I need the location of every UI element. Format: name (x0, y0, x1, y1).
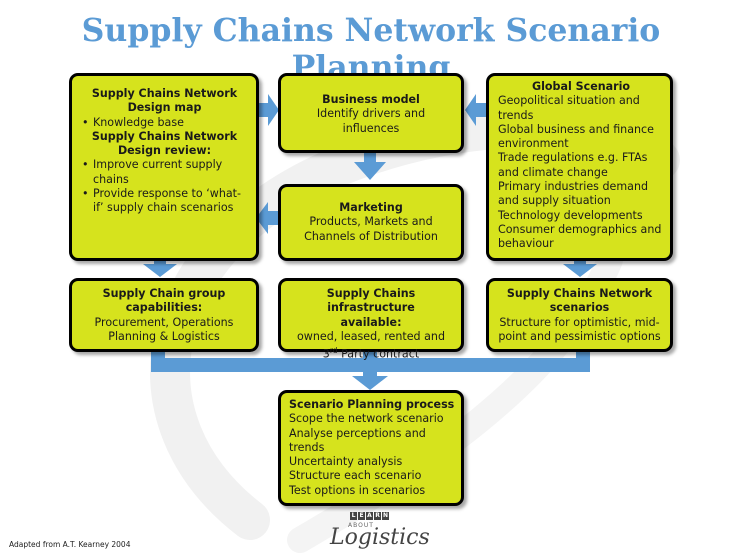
design-map-list: Knowledge base (81, 116, 248, 131)
global-scenario-box: Global Scenario Geopolitical situation a… (486, 73, 673, 261)
process-line: Analyse perceptions and trends (289, 426, 426, 454)
process-line: Test options in scenarios (289, 483, 426, 497)
global-line: Consumer demographics and behaviour (498, 222, 662, 251)
global-line: Technology developments (498, 208, 643, 222)
logo-letter: N (382, 512, 389, 520)
network-scenarios-box: Supply Chains Network scenarios Structur… (486, 278, 673, 352)
global-line: Trade regulations e.g. FTAs and climate … (498, 151, 648, 179)
design-review-heading: Supply Chains Network Design review: (91, 129, 238, 158)
design-map-heading: Supply Chains Network Design map (91, 87, 238, 115)
infrastructure-body-line1: owned, leased, rented and (296, 329, 445, 343)
network-scenarios-body: Structure for optimistic, mid-point and … (498, 315, 661, 343)
list-item: Improve current supply chains (81, 158, 248, 187)
business-model-box: Business model Identify drivers and infl… (278, 73, 464, 153)
arrow-global-to-business (465, 94, 486, 126)
arrow-business-to-marketing (354, 152, 386, 180)
logo-letter: A (366, 512, 373, 520)
business-model-heading: Business model (322, 93, 420, 106)
infrastructure-body-rest: Party contract (337, 347, 420, 361)
infrastructure-heading: Supply Chains infrastructure available: (326, 287, 416, 329)
capabilities-body: Procurement, Operations Planning & Logis… (94, 315, 234, 343)
global-line: Geopolitical situation and trends (498, 94, 640, 122)
global-line: Primary industries demand and supply sit… (498, 180, 649, 208)
design-review-list: Improve current supply chains Provide re… (81, 158, 248, 215)
process-line: Structure each scenario (289, 469, 422, 483)
logo-letters: L E A R N (350, 512, 389, 520)
arrow-design-to-business (258, 94, 279, 126)
scenario-process-heading: Scenario Planning process (289, 398, 455, 411)
list-item: Knowledge base (81, 116, 248, 131)
infrastructure-box: Supply Chains infrastructure available: … (278, 278, 464, 361)
network-scenarios-heading: Supply Chains Network scenarios (506, 287, 653, 315)
infrastructure-body-line2: 3rd Party contract (287, 344, 455, 362)
global-line: Global business and finance environment (498, 122, 654, 151)
marketing-box: Marketing Products, Markets and Channels… (278, 184, 464, 261)
marketing-body: Products, Markets and Channels of Distri… (304, 215, 438, 243)
arrow-design-to-capabilities (143, 260, 177, 277)
logo-letter: E (358, 512, 365, 520)
page-title: Supply Chains Network Scenario Planning (81, 12, 661, 86)
logo-letter: L (350, 512, 357, 520)
learn-about-logistics-logo: L E A R N ABOUT Logistics (328, 511, 430, 555)
capabilities-heading: Supply Chain group capabilities: (102, 287, 226, 315)
arrow-to-process (352, 372, 388, 390)
list-item: Provide response to ‘what-if’ supply cha… (81, 187, 248, 216)
source-credit: Adapted from A.T. Kearney 2004 (9, 540, 131, 549)
process-line: Uncertainty analysis (289, 455, 403, 469)
infrastructure-ordinal-number: 3 (322, 347, 330, 361)
marketing-heading: Marketing (339, 201, 403, 214)
business-model-body: Identify drivers and influences (316, 107, 426, 135)
design-map-box: Supply Chains Network Design map Knowled… (69, 73, 259, 261)
scenario-process-box: Scenario Planning process Scope the netw… (278, 390, 464, 506)
global-scenario-heading: Global Scenario (532, 80, 630, 93)
capabilities-box: Supply Chain group capabilities: Procure… (69, 278, 259, 352)
logo-about: ABOUT (348, 522, 374, 529)
arrow-marketing-to-design (256, 202, 278, 234)
arrow-global-to-scenarios (563, 260, 597, 277)
infrastructure-ordinal-suffix: rd (329, 346, 338, 356)
logo-letter: R (374, 512, 381, 520)
collector-bar (151, 358, 590, 372)
process-line: Scope the network scenario (289, 412, 444, 426)
logo-word: Logistics (330, 525, 430, 550)
